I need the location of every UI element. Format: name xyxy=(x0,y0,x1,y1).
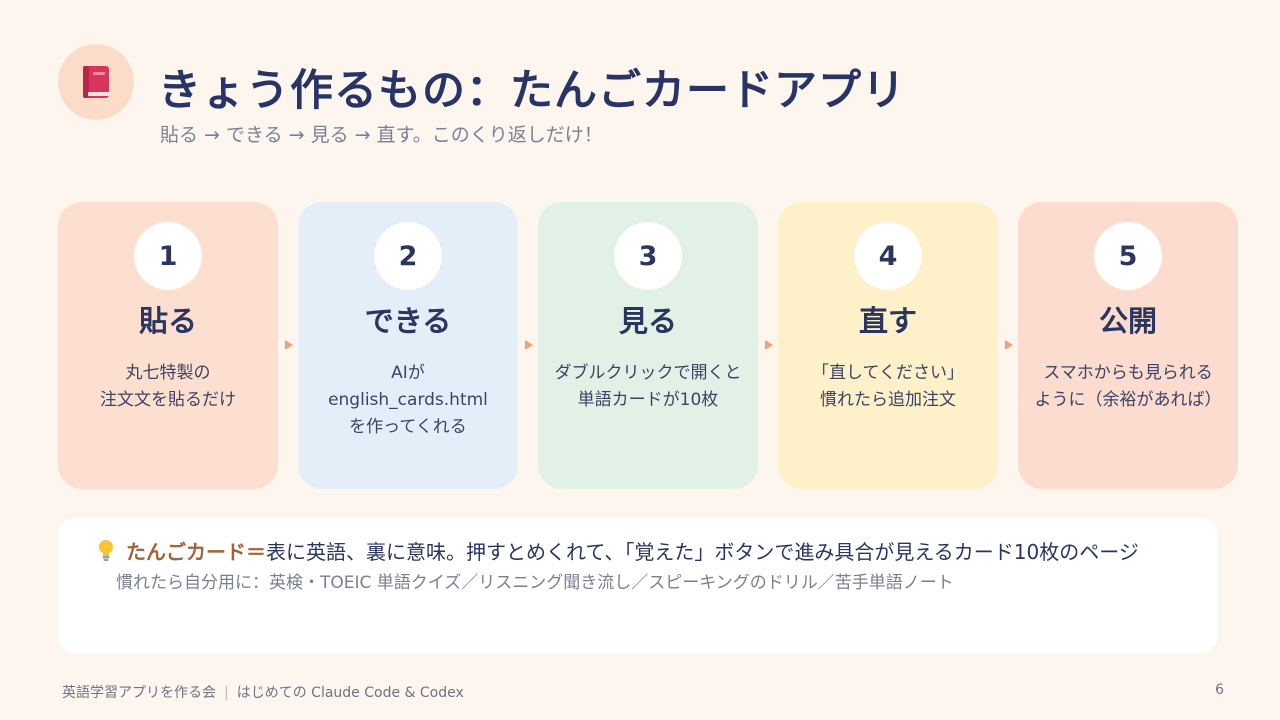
step-number-1: 1 xyxy=(134,222,202,290)
step-card-2: 2 できる AIが english_cards.html を作ってくれる xyxy=(298,202,518,489)
info-sub-text: 慣れたら自分用に：英検・TOEIC 単語クイズ／リスニング聞き流し／スピーキング… xyxy=(116,573,954,593)
step-title-3: 見る xyxy=(618,304,677,338)
arrow-icon xyxy=(525,340,533,350)
step-title-5: 公開 xyxy=(1098,304,1157,338)
arrow-icon xyxy=(1005,340,1013,350)
book-icon xyxy=(83,66,109,98)
step-title-2: できる xyxy=(364,304,452,338)
step-desc-4: 「直してください」 慣れたら追加注文 xyxy=(812,363,964,410)
step-card-4: 4 直す 「直してください」 慣れたら追加注文 xyxy=(778,202,998,489)
step-number-5: 5 xyxy=(1094,222,1162,290)
steps-row: 1 貼る 丸七特製の 注文文を貼るだけ 2 できる AIが english_ca… xyxy=(58,202,1238,489)
info-main-text: 表に英語、裏に意味。押すとめくれて、「覚えた」ボタンで進み具合が見えるカード10… xyxy=(266,540,1139,564)
lightbulb-icon xyxy=(94,538,118,564)
step-desc-1: 丸七特製の 注文文を貼るだけ xyxy=(100,363,236,410)
page-number: 6 xyxy=(1215,682,1224,698)
step-desc-2: AIが english_cards.html を作ってくれる xyxy=(328,363,488,437)
info-main-line: たんごカード＝ 表に英語、裏に意味。押すとめくれて、「覚えた」ボタンで進み具合が… xyxy=(94,536,1139,565)
page-subtitle: 貼る → できる → 見る → 直す。このくり返しだけ！ xyxy=(160,124,603,146)
footer-left: 英語学習アプリを作る会 | はじめての Claude Code & Codex xyxy=(62,682,464,702)
step-number-4: 4 xyxy=(854,222,922,290)
info-box: たんごカード＝ 表に英語、裏に意味。押すとめくれて、「覚えた」ボタンで進み具合が… xyxy=(58,518,1218,653)
footer-event-name: 英語学習アプリを作る会 xyxy=(62,685,216,701)
step-card-5: 5 公開 スマホからも見られる ように（余裕があれば） xyxy=(1018,202,1238,489)
arrow-icon xyxy=(765,340,773,350)
step-card-1: 1 貼る 丸七特製の 注文文を貼るだけ xyxy=(58,202,278,489)
footer-course-name: はじめての Claude Code & Codex xyxy=(236,685,464,701)
step-desc-5: スマホからも見られる ように（余裕があれば） xyxy=(1034,363,1222,410)
step-desc-3: ダブルクリックで開くと 単語カードが10枚 xyxy=(554,363,742,410)
step-number-2: 2 xyxy=(374,222,442,290)
arrow-icon xyxy=(285,340,293,350)
page-title: きょう作るもの：たんごカードアプリ xyxy=(158,66,906,116)
step-title-1: 貼る xyxy=(138,304,197,338)
step-card-3: 3 見る ダブルクリックで開くと 単語カードが10枚 xyxy=(538,202,758,489)
header-icon-circle xyxy=(58,44,134,120)
footer-separator: | xyxy=(224,685,229,701)
info-highlight: たんごカード＝ xyxy=(126,540,266,564)
step-number-3: 3 xyxy=(614,222,682,290)
step-title-4: 直す xyxy=(858,304,917,338)
